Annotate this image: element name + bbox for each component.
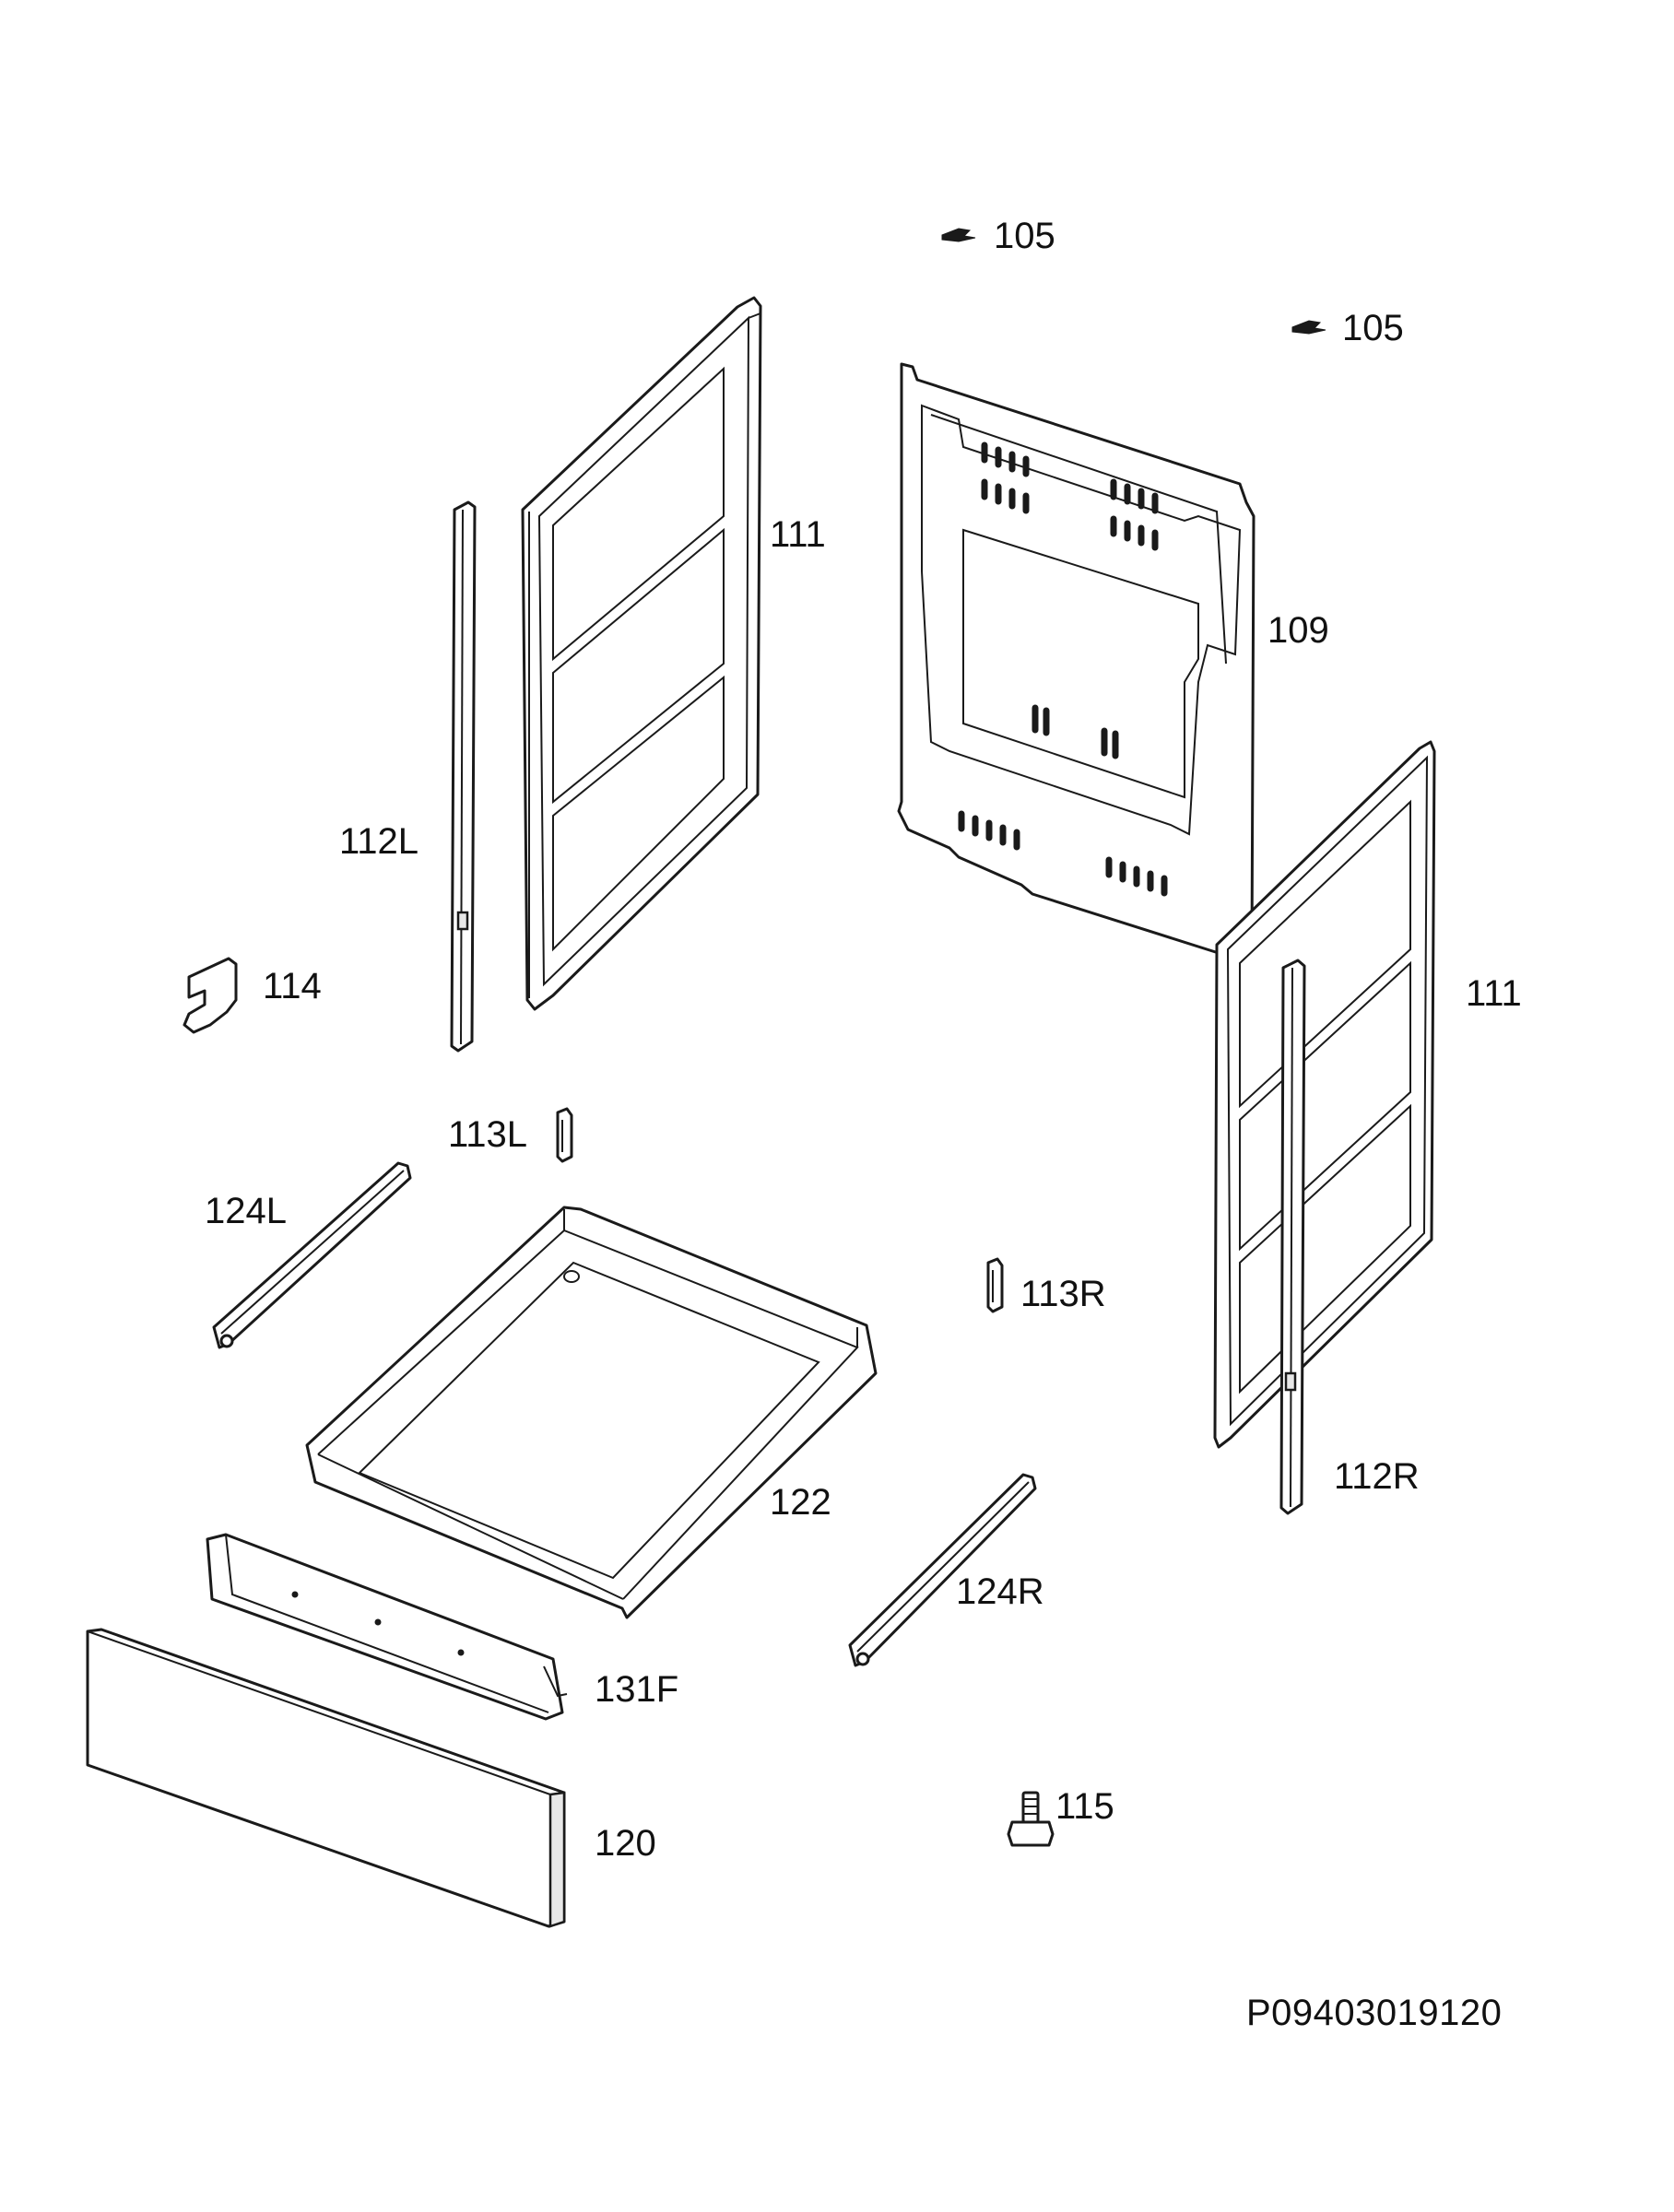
vent-slots-middle	[1032, 704, 1119, 759]
part-120-drawer-front	[86, 1628, 566, 1928]
label-122: 122	[770, 1482, 831, 1523]
vent-slots-bottom	[958, 810, 1168, 897]
part-115-leveling-foot	[1007, 1791, 1055, 1847]
label-111-b: 111	[1466, 973, 1522, 1014]
label-113L: 113L	[448, 1114, 528, 1155]
part-109-back-panel	[897, 362, 1256, 967]
label-112R: 112R	[1334, 1456, 1420, 1497]
label-124L: 124L	[205, 1191, 287, 1231]
part-113L-hinge-left	[556, 1107, 573, 1163]
label-131F: 131F	[595, 1669, 679, 1710]
label-109: 109	[1267, 610, 1329, 651]
label-111-a: 111	[770, 514, 826, 555]
part-111-side-panel-right	[1213, 740, 1436, 1449]
part-105-clip-a	[941, 228, 976, 242]
drawing-code: P09403019120	[1246, 1993, 1503, 2033]
label-105-b: 105	[1342, 308, 1404, 348]
label-120: 120	[595, 1823, 656, 1864]
label-114: 114	[263, 966, 322, 1006]
label-113R: 113R	[1020, 1274, 1106, 1314]
part-111-side-panel-left	[521, 296, 762, 1011]
part-114-bracket	[183, 957, 238, 1034]
label-115: 115	[1055, 1786, 1114, 1827]
vent-slots-top	[981, 441, 1159, 551]
part-112R-trim-strip-right	[1279, 959, 1306, 1515]
part-122-drawer-box	[305, 1206, 878, 1619]
label-112L: 112L	[339, 821, 419, 862]
part-124R-drawer-rail-right	[848, 1473, 1037, 1667]
part-131F-front-bracket	[206, 1533, 568, 1721]
label-124R: 124R	[956, 1571, 1044, 1612]
label-105-a: 105	[994, 216, 1055, 256]
part-105-clip-b	[1291, 320, 1326, 335]
part-113R-hinge-right	[986, 1257, 1004, 1313]
part-124L-drawer-rail-left	[212, 1161, 412, 1349]
part-112L-trim-strip-left	[450, 500, 477, 1053]
